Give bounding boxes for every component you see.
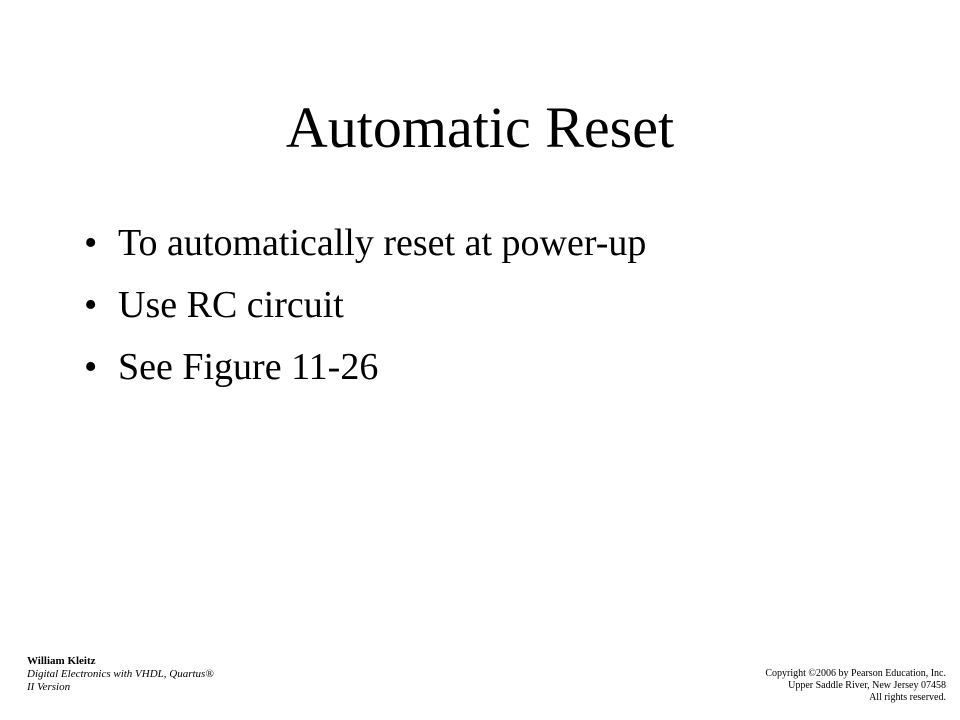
bullet-icon: • [84, 346, 98, 388]
footer-rights: All rights reserved. [869, 692, 946, 703]
bullet-icon: • [84, 222, 98, 264]
footer-copyright-block: Copyright ©2006 by Pearson Education, In… [765, 668, 946, 704]
footer-author: William Kleitz [27, 655, 96, 667]
footer-author-block: William Kleitz Digital Electronics with … [27, 655, 214, 694]
slide-title: Automatic Reset [285, 95, 675, 160]
footer-copyright: Copyright ©2006 by Pearson Education, In… [765, 668, 946, 679]
bullet-item: • See Figure 11-26 [84, 336, 646, 398]
bullet-text: Use RC circuit [118, 284, 344, 326]
bullet-item: • Use RC circuit [84, 274, 646, 336]
footer-book-edition: II Version [27, 681, 71, 693]
bullet-text: See Figure 11-26 [118, 346, 379, 388]
footer-publisher-address: Upper Saddle River, New Jersey 07458 [788, 680, 946, 691]
bullet-list: • To automatically reset at power-up • U… [84, 212, 646, 398]
footer-book-title: Digital Electronics with VHDL, Quartus® [27, 668, 214, 680]
bullet-text: To automatically reset at power-up [118, 222, 647, 264]
bullet-item: • To automatically reset at power-up [84, 212, 646, 274]
bullet-icon: • [84, 284, 98, 326]
